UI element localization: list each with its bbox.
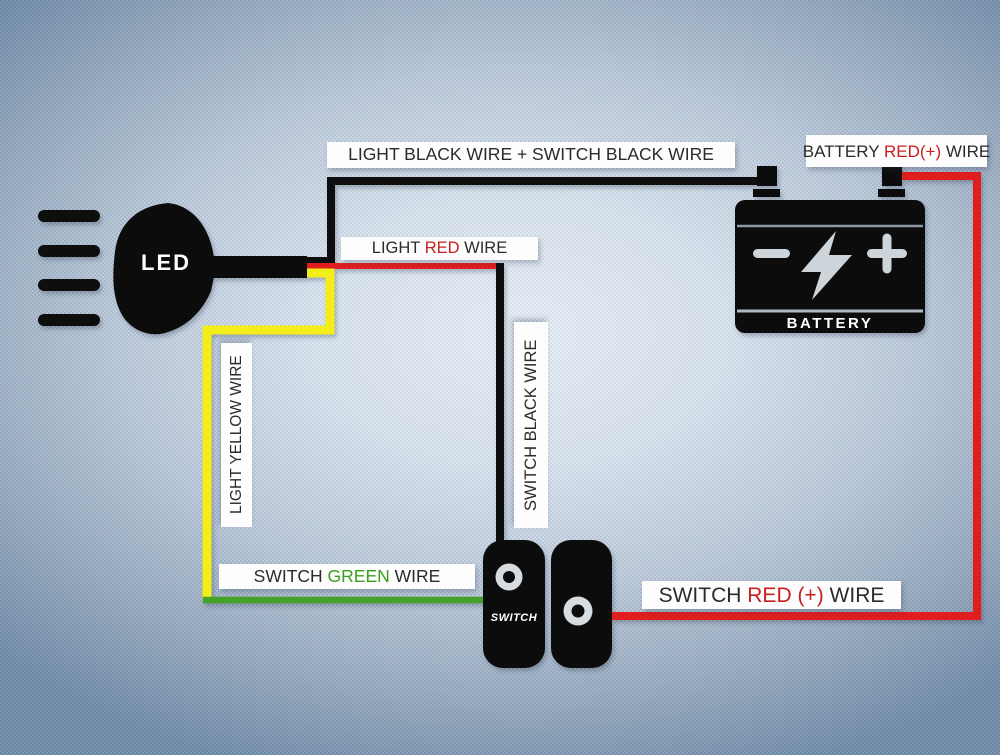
switch-icon: [483, 540, 612, 668]
label-light-red-wire: LIGHT RED WIRE: [341, 237, 538, 260]
battery-icon: [735, 166, 925, 333]
led-lamp-icon: [113, 203, 307, 335]
battery-plus-icon: [867, 233, 907, 274]
label-battery-red-wire: BATTERY RED(+) WIRE: [803, 135, 990, 167]
label-switch-red-wire: SWITCH RED (+) WIRE: [642, 581, 901, 609]
light-black-wire: [305, 177, 765, 265]
led-label: LED: [141, 250, 191, 275]
label-light-black-switch-black-wire: LIGHT BLACK WIRE + SWITCH BLACK WIRE: [327, 142, 735, 168]
switch-red-wire: [609, 172, 981, 620]
label-switch-green-wire: SWITCH GREEN WIRE: [219, 564, 475, 589]
switch-left-half: [483, 540, 545, 668]
light-yellow-wire: [202, 268, 335, 599]
battery-negative-terminal: [757, 166, 777, 186]
battery-positive-terminal: [882, 166, 902, 186]
battery-minus-icon: [753, 249, 790, 258]
label-light-yellow-wire: LIGHT YELLOW WIRE: [221, 343, 252, 527]
switch-label: SWITCH: [490, 612, 538, 624]
lightning-bolt-icon: [801, 231, 852, 300]
label-switch-black-wire: SWITCH BLACK WIRE: [514, 322, 548, 528]
light-rays-icon: [38, 210, 100, 326]
battery-label: BATTERY: [786, 315, 874, 332]
